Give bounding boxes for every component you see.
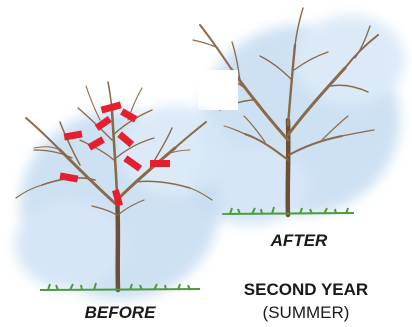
- before-caption: BEFORE: [75, 303, 165, 323]
- after-caption: AFTER: [264, 231, 334, 251]
- cut-marker: [150, 160, 170, 167]
- panel-separator: [198, 70, 238, 110]
- diagram-title: SECOND YEAR: [226, 280, 386, 300]
- diagram-subtitle: (SUMMER): [226, 303, 386, 323]
- before-tree-panel: [15, 82, 230, 300]
- after-tree-panel: [190, 8, 405, 225]
- after-watercolor-background: [190, 15, 405, 225]
